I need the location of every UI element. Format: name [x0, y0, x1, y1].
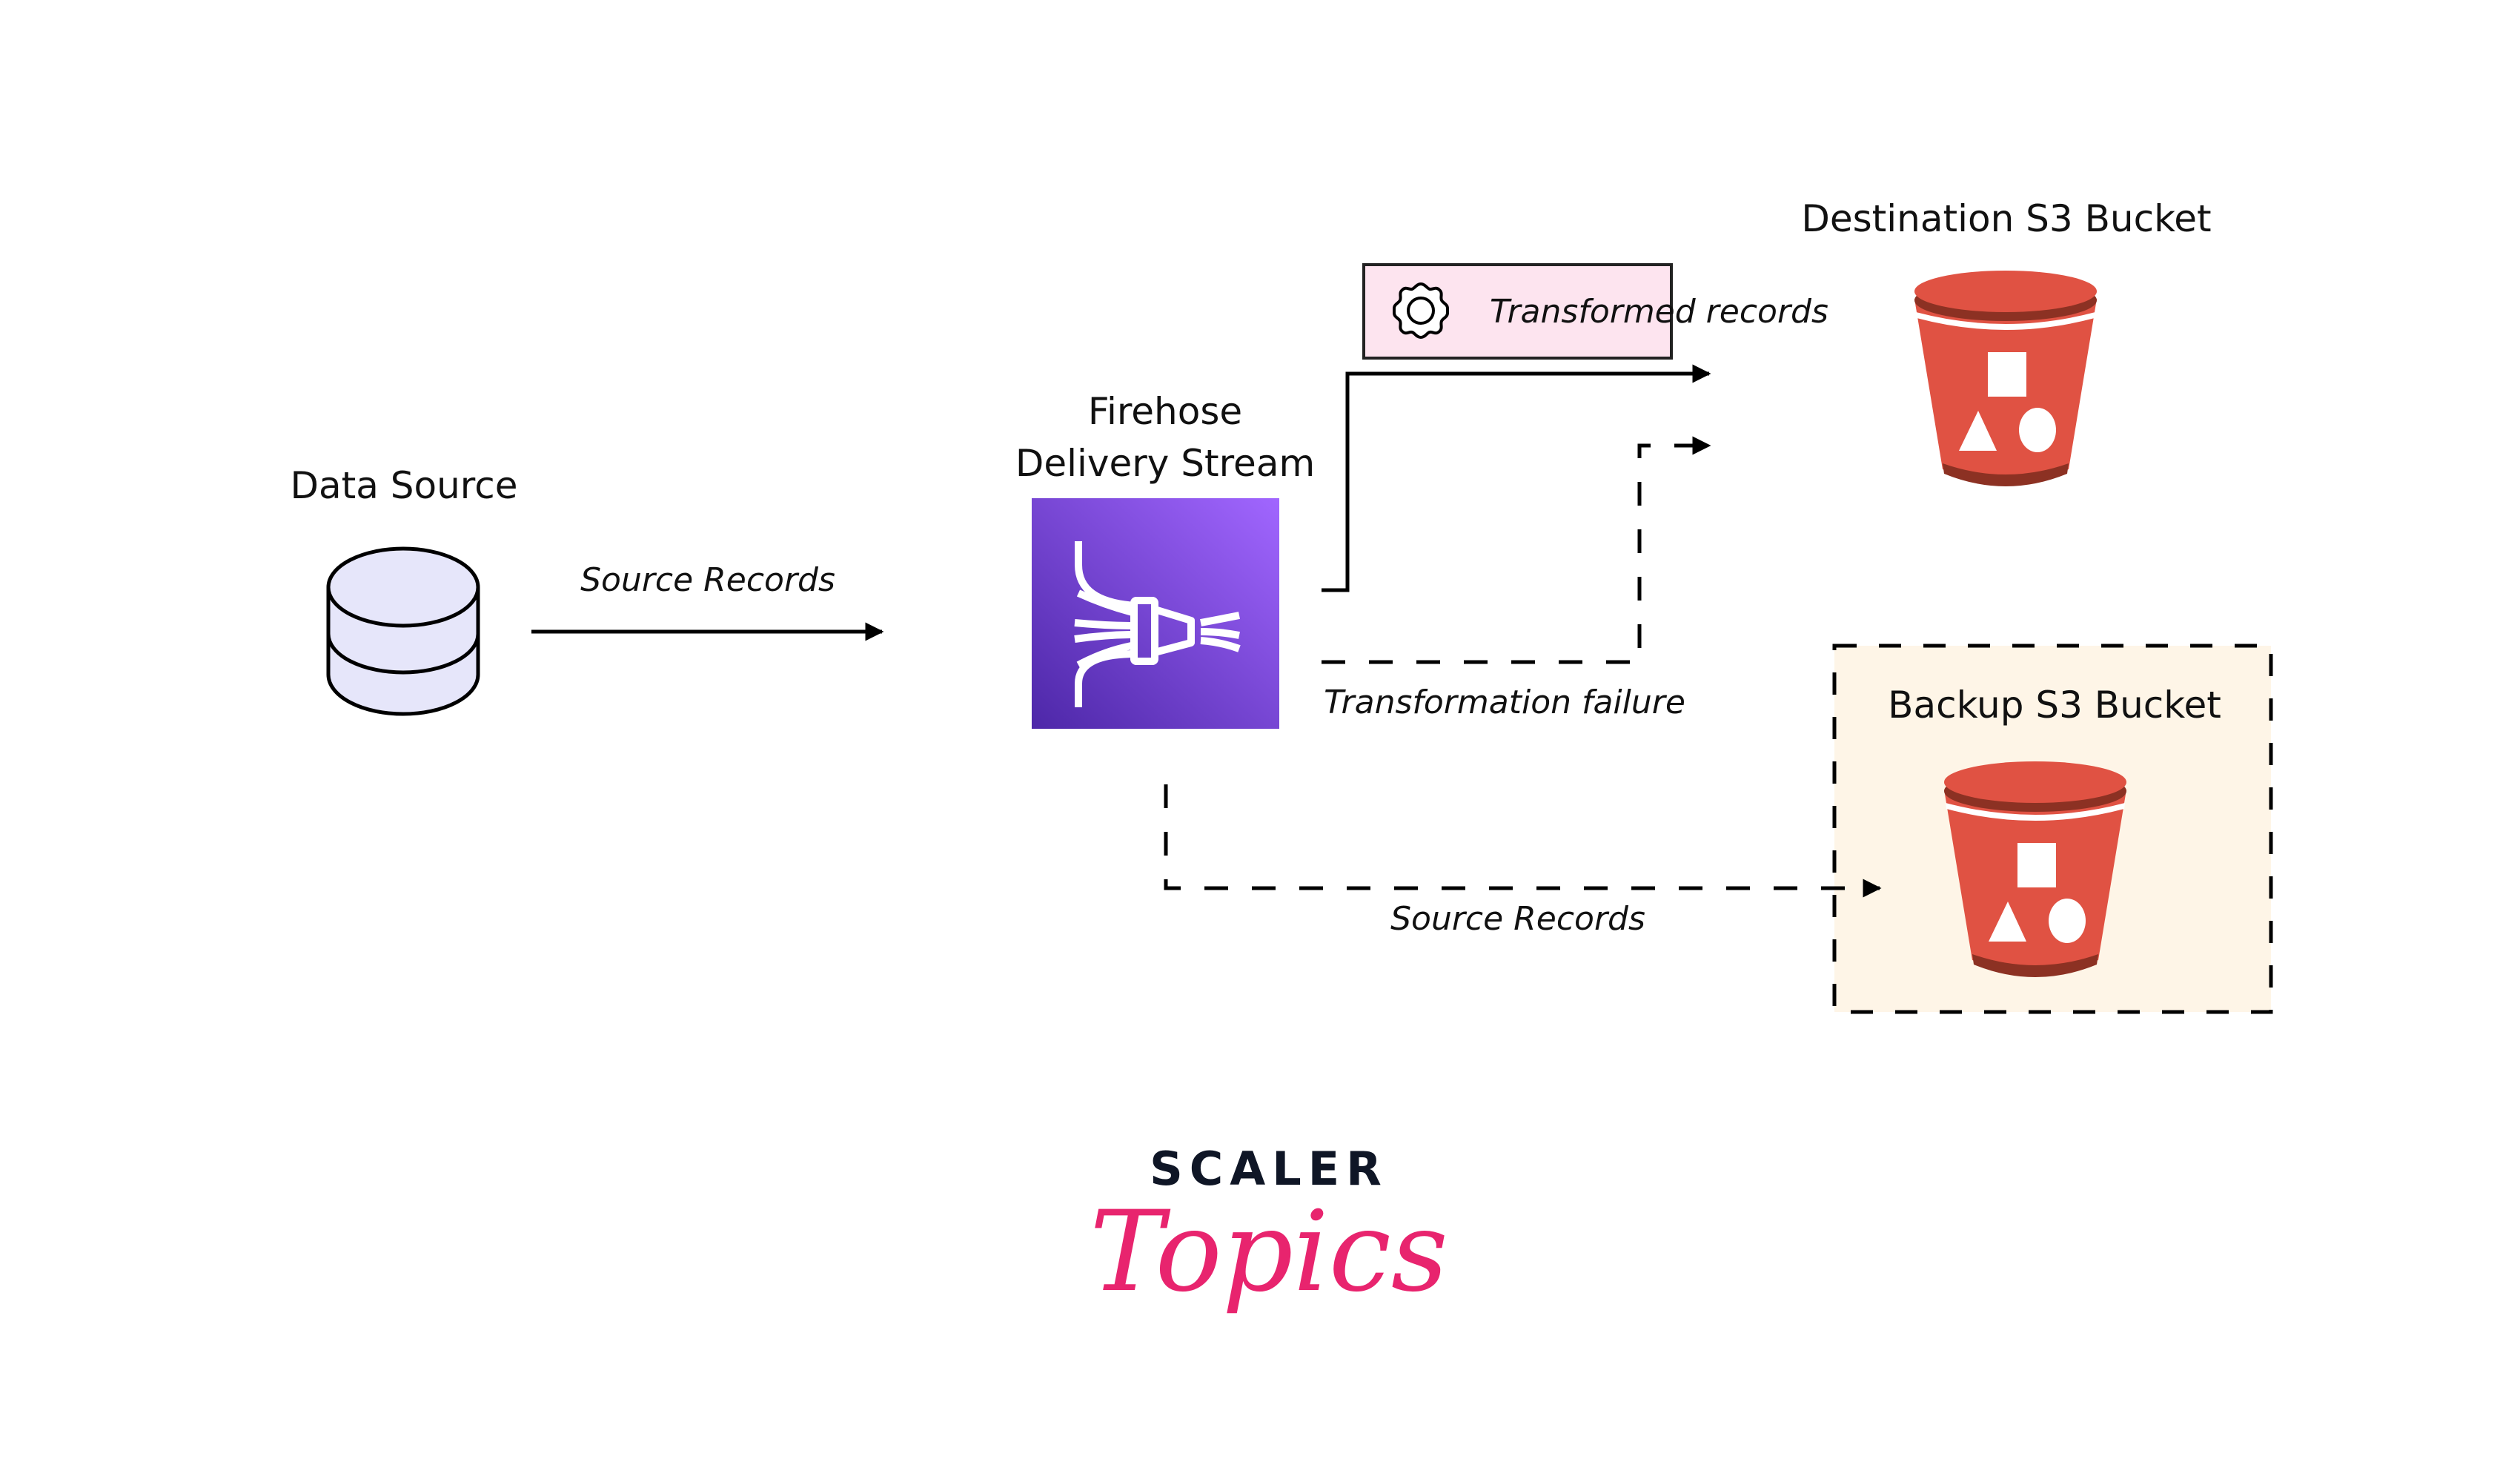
firehose-label-line2: Delivery Stream	[1015, 442, 1315, 485]
logo-topics-text: Topics	[1090, 1188, 1448, 1317]
firehose-label-line1: Firehose	[1088, 390, 1242, 433]
s3-bucket-icon	[1944, 761, 2126, 977]
arrow-backup	[1164, 784, 1882, 898]
edge-label-transformed-records: Transformed records	[1490, 293, 1828, 331]
edge-backup-source-records: Source Records	[1164, 784, 1882, 938]
edge-source-records: Source Records	[531, 561, 884, 641]
edge-label-source-records: Source Records	[580, 561, 835, 599]
arrow-transformed	[1322, 364, 1711, 592]
data-source-label: Data Source	[290, 464, 517, 507]
data-source-node: Data Source	[290, 464, 518, 716]
edge-transformed-records: Transformed records	[1322, 263, 1828, 592]
destination-s3-node: Destination S3 Bucket	[1801, 197, 2212, 486]
edge-label-transformation-failure: Transformation failure	[1324, 684, 1685, 721]
gear-icon	[1393, 282, 1449, 340]
s3-bucket-icon	[1914, 271, 2097, 486]
edge-label-backup-source-records: Source Records	[1390, 900, 1645, 938]
kinesis-firehose-icon	[1074, 541, 1241, 707]
scaler-topics-logo: SCALER Topics	[1090, 1142, 1448, 1317]
firehose-node: Firehose Delivery Stream	[1015, 390, 1315, 729]
edge-transformation-failure: Transformation failure	[1322, 436, 1711, 721]
backup-s3-node: Backup S3 Bucket	[1832, 644, 2273, 1014]
backup-s3-label: Backup S3 Bucket	[1888, 684, 2221, 727]
logo-scaler-text: SCALER	[1150, 1142, 1388, 1196]
arrow-transformation-failure	[1322, 436, 1711, 664]
destination-s3-label: Destination S3 Bucket	[1801, 197, 2211, 240]
database-icon	[326, 546, 480, 716]
